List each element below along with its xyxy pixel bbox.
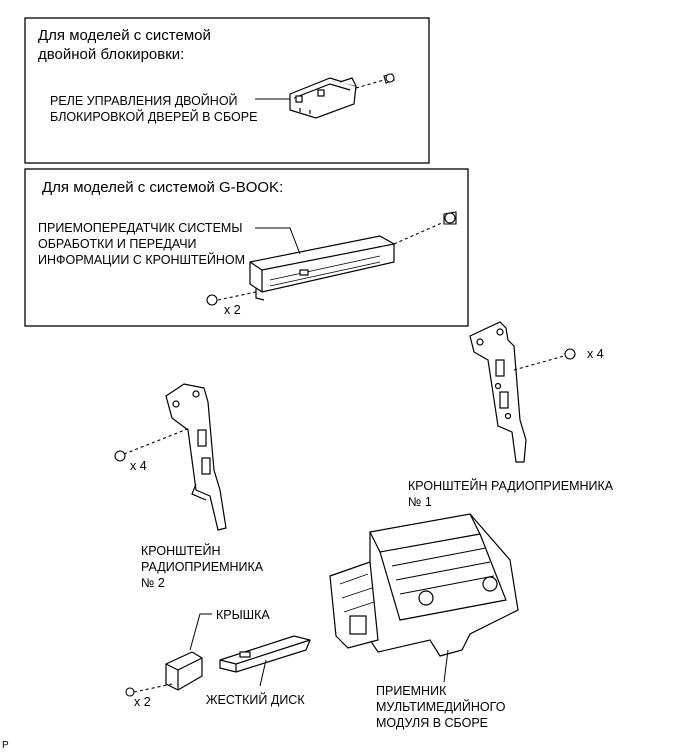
bracket1-qty: x 4 xyxy=(587,347,604,361)
transceiver-label-line2: ОБРАБОТКИ И ПЕРЕДАЧИ xyxy=(38,237,197,251)
bracket2-label-line1: КРОНШТЕЙН xyxy=(141,544,221,558)
transceiver-label-line3: ИНФОРМАЦИИ С КРОНШТЕЙНОМ xyxy=(38,253,246,267)
cover-label: КРЫШКА xyxy=(216,608,270,622)
bracket-no2 xyxy=(165,383,227,531)
bracket-no1 xyxy=(469,321,527,463)
double-lock-relay xyxy=(289,77,357,119)
bracket2-bolt xyxy=(114,427,191,462)
bracket1-bolt xyxy=(513,348,576,371)
bracket2-label-line2: РАДИОПРИЕМНИКА xyxy=(141,560,264,574)
transceiver xyxy=(249,235,395,301)
transceiver-label: ПРИЕМОПЕРЕДАТЧИК СИСТЕМЫ ОБРАБОТКИ И ПЕР… xyxy=(38,220,245,268)
relay-label-line1: РЕЛЕ УПРАВЛЕНИЯ ДВОЙНОЙ xyxy=(50,94,238,108)
cover-bolt xyxy=(125,683,173,697)
relay-label: РЕЛЕ УПРАВЛЕНИЯ ДВОЙНОЙ БЛОКИРОВКОЙ ДВЕР… xyxy=(50,93,257,125)
transceiver-leader xyxy=(255,227,301,255)
double-lock-header-line1: Для моделей с системой xyxy=(38,27,211,44)
transceiver-qty: x 2 xyxy=(224,303,241,317)
receiver-leader xyxy=(443,649,449,683)
hard-disk xyxy=(219,635,311,673)
transceiver-bolts xyxy=(206,211,457,306)
bracket1-label: КРОНШТЕЙН РАДИОПРИЕМНИКА № 1 xyxy=(408,478,613,510)
receiver-label-line1: ПРИЕМНИК xyxy=(376,684,447,698)
hdd-leader xyxy=(259,659,267,687)
receiver-label: ПРИЕМНИК МУЛЬТИМЕДИЙНОГО МОДУЛЯ В СБОРЕ xyxy=(376,683,505,731)
bracket2-label: КРОНШТЕЙН РАДИОПРИЕМНИКА № 2 xyxy=(141,543,263,591)
bracket1-label-line1: КРОНШТЕЙН РАДИОПРИЕМНИКА xyxy=(408,479,614,493)
relay-bolt xyxy=(355,73,395,89)
box-double-lock xyxy=(24,17,430,164)
transceiver-label-line1: ПРИЕМОПЕРЕДАТЧИК СИСТЕМЫ xyxy=(38,221,243,235)
box-gbook xyxy=(24,168,469,327)
receiver-label-line2: МУЛЬТИМЕДИЙНОГО xyxy=(376,700,506,714)
cover-leader xyxy=(189,613,212,651)
corner-mark: P xyxy=(2,740,9,751)
gbook-header: Для моделей с системой G-BOOK: xyxy=(42,179,284,196)
bracket2-label-line3: № 2 xyxy=(141,576,165,590)
receiver-label-line3: МОДУЛЯ В СБОРЕ xyxy=(376,716,488,730)
hdd-label: ЖЕСТКИЙ ДИСК xyxy=(206,693,305,707)
multimedia-receiver xyxy=(329,513,519,657)
double-lock-header-line2: двойной блокировки: xyxy=(38,46,185,63)
cover-qty: x 2 xyxy=(134,695,151,709)
double-lock-header: Для моделей с системой двойной блокировк… xyxy=(38,26,211,64)
bracket2-qty: x 4 xyxy=(130,459,147,473)
cover xyxy=(165,651,203,691)
bracket1-label-line2: № 1 xyxy=(408,495,432,509)
relay-label-line2: БЛОКИРОВКОЙ ДВЕРЕЙ В СБОРЕ xyxy=(50,110,258,124)
